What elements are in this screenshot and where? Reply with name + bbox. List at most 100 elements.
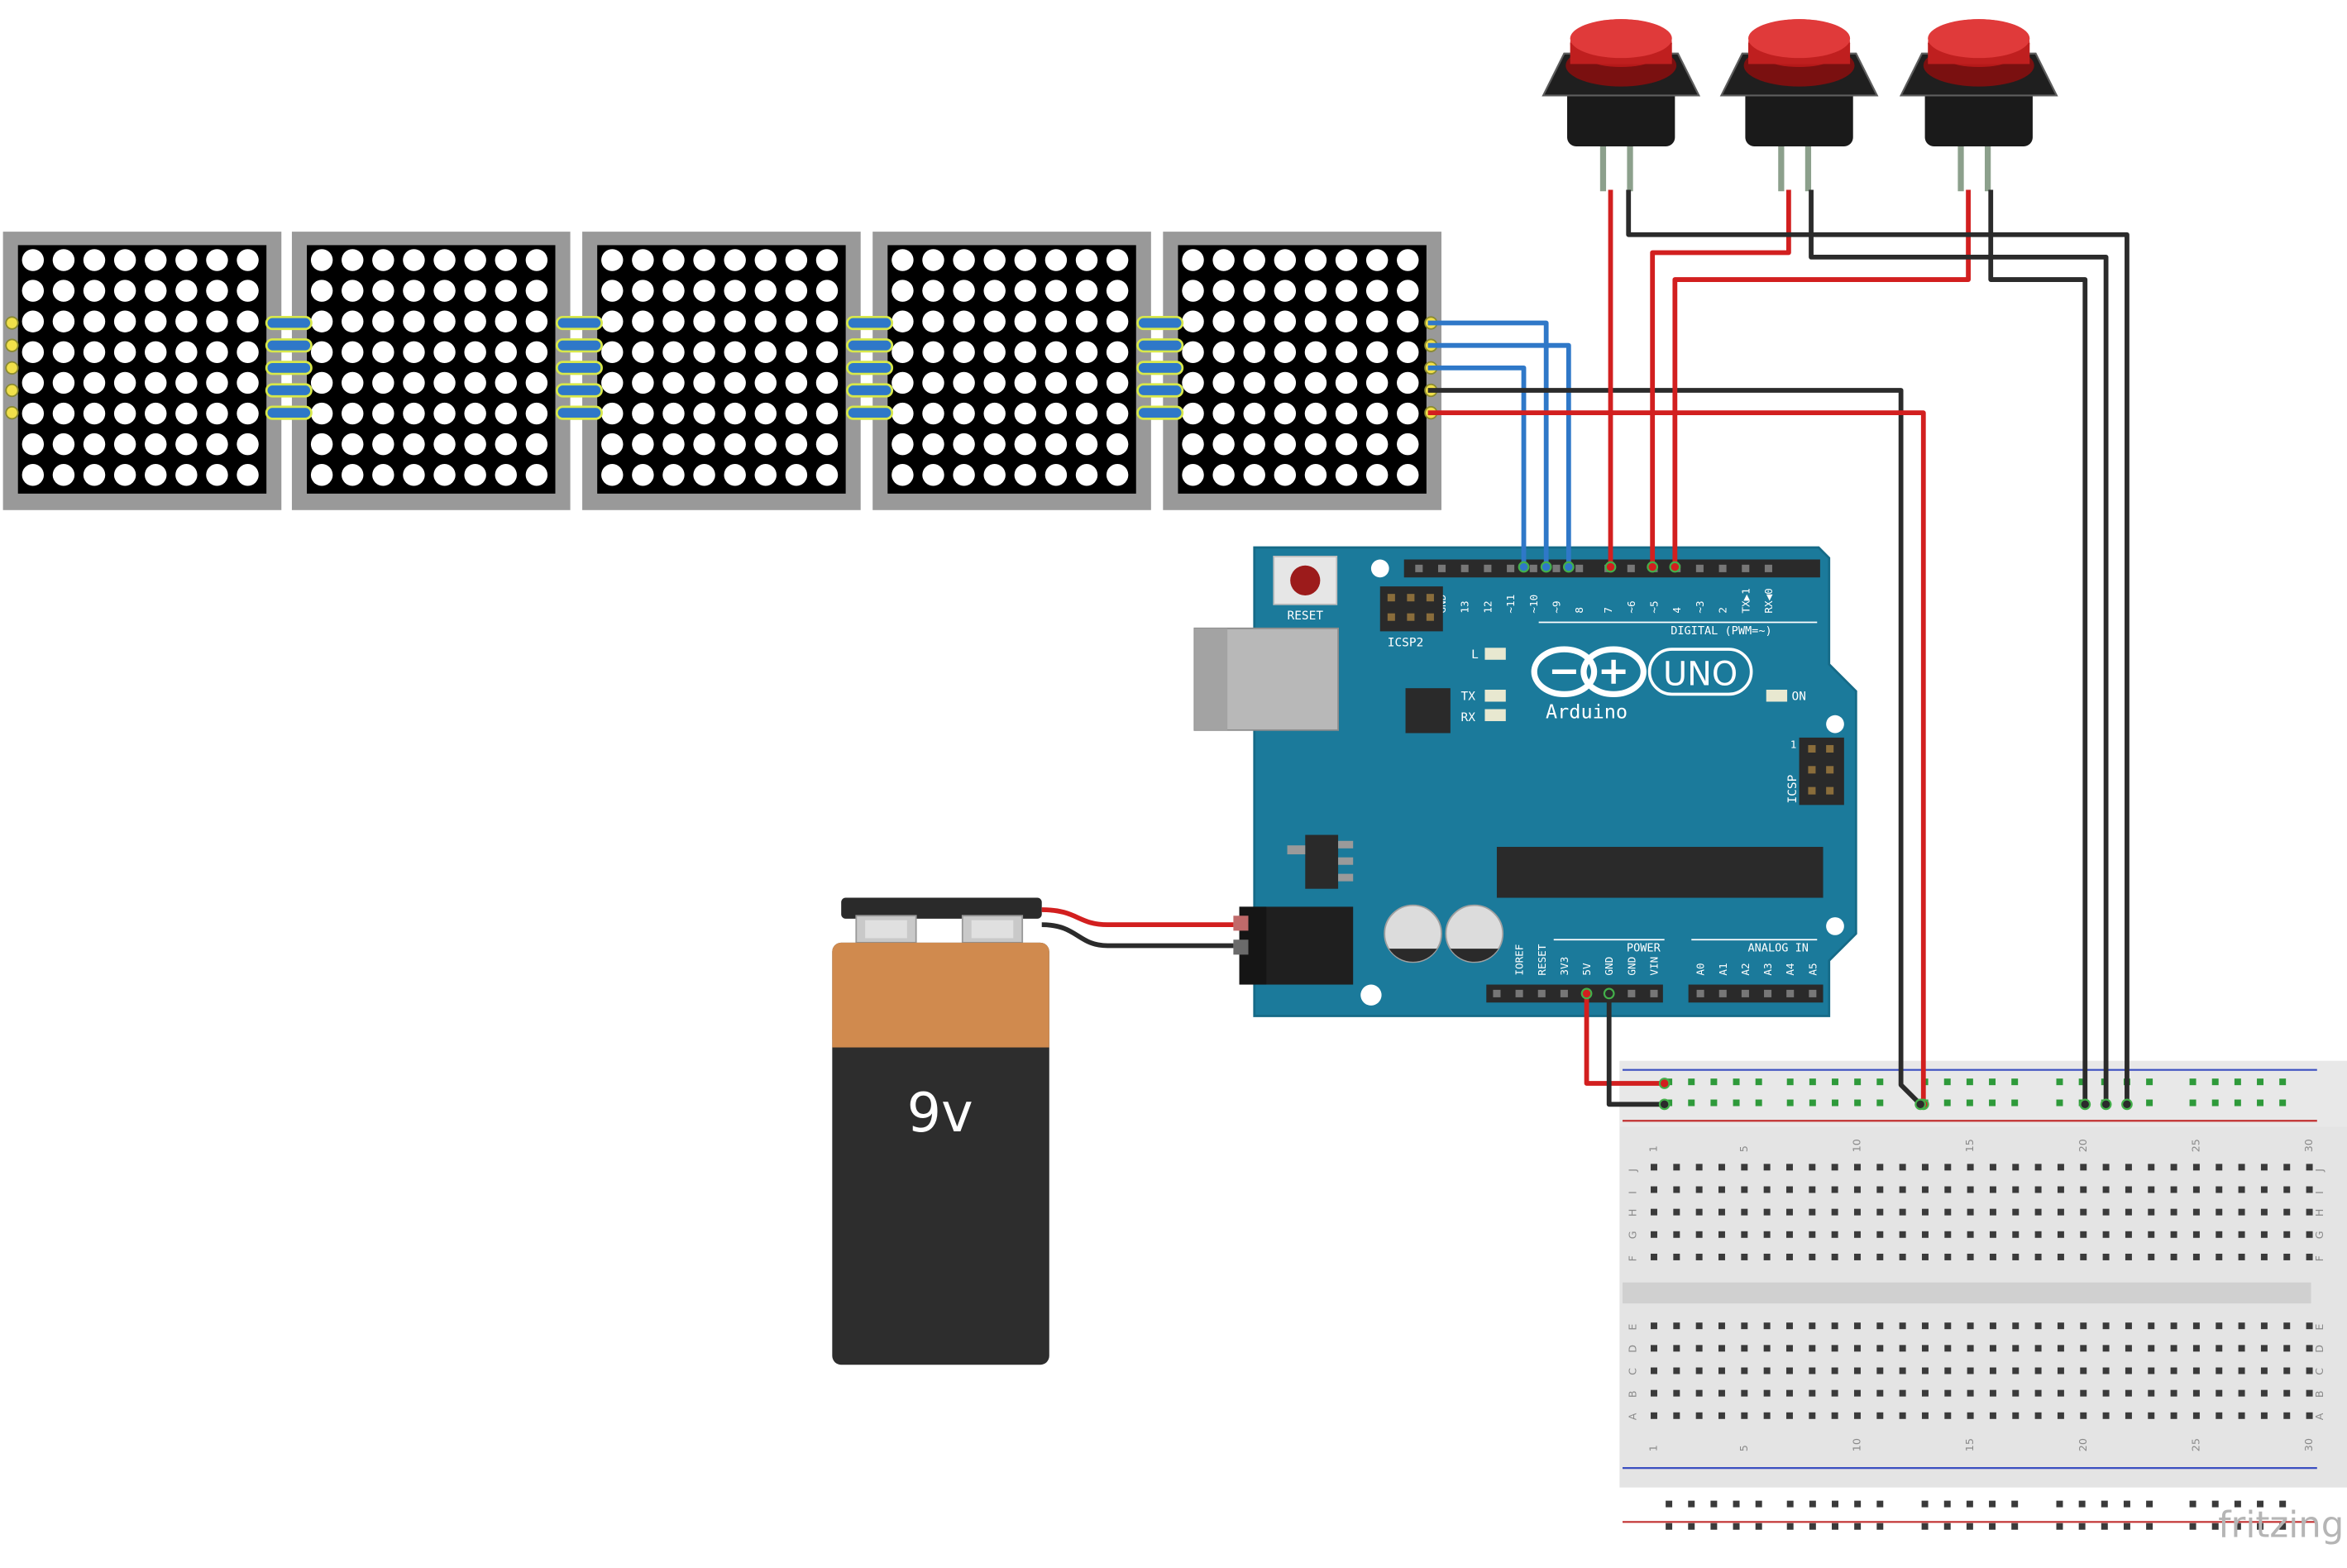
- chain-jumper: [555, 315, 603, 331]
- breadboard-row-label: I: [2313, 1191, 2325, 1194]
- rail-hole: [2146, 1078, 2153, 1086]
- wire-end: [1647, 561, 1659, 573]
- matrix-led: [1304, 280, 1327, 302]
- breadboard-hole: [2012, 1367, 2020, 1374]
- breadboard-hole: [1876, 1208, 1884, 1216]
- push-button[interactable]: [1542, 19, 1701, 192]
- matrix-led: [1182, 249, 1204, 271]
- matrix-led: [983, 371, 1006, 394]
- wire-end: [1658, 1078, 1671, 1089]
- matrix-led: [113, 433, 136, 456]
- matrix-led: [1044, 310, 1068, 332]
- matrix-led: [724, 341, 746, 364]
- matrix-led: [632, 341, 654, 364]
- breadboard-hole: [2306, 1231, 2313, 1238]
- breadboard-hole: [1763, 1389, 1771, 1397]
- breadboard-hole: [1831, 1367, 1838, 1374]
- push-button[interactable]: [1899, 19, 2058, 192]
- chain-jumper: [846, 338, 894, 353]
- breadboard-hole: [1673, 1186, 1680, 1193]
- rail-hole: [1876, 1500, 1884, 1508]
- atmega-chip: [1496, 847, 1824, 898]
- matrix-led: [983, 310, 1006, 332]
- matrix-led: [1397, 402, 1419, 425]
- breadboard-hole: [2057, 1412, 2064, 1419]
- rail-hole: [1854, 1500, 1862, 1508]
- wire-end: [1603, 987, 1615, 1000]
- matrix-led: [1212, 402, 1235, 425]
- breadboard-hole: [2306, 1389, 2313, 1397]
- matrix-led: [601, 249, 624, 271]
- breadboard-hole: [2306, 1345, 2313, 1352]
- breadboard-hole: [1853, 1253, 1861, 1260]
- matrix-led: [310, 464, 333, 486]
- breadboard-hole: [1785, 1164, 1793, 1171]
- header-pin: [1515, 989, 1523, 997]
- breadboard-hole: [1741, 1186, 1748, 1193]
- header-pin: [1575, 564, 1584, 572]
- matrix-led: [1304, 249, 1327, 271]
- matrix-led: [815, 464, 839, 486]
- breadboard-hole: [2012, 1345, 2020, 1352]
- breadboard-hole: [1741, 1412, 1748, 1419]
- matrix-led: [113, 341, 136, 364]
- matrix-led: [525, 249, 548, 271]
- matrix-led: [22, 402, 45, 425]
- rail-hole: [1786, 1523, 1794, 1530]
- matrix-led: [310, 249, 333, 271]
- power-pin-label: GND: [1603, 957, 1615, 976]
- matrix-led: [693, 310, 715, 332]
- breadboard-column-label: 15: [1963, 1438, 1976, 1451]
- power-pin-label: RESET: [1536, 944, 1548, 975]
- breadboard-hole: [2125, 1208, 2132, 1216]
- matrix-led: [525, 464, 548, 486]
- matrix-led: [983, 433, 1006, 456]
- capacitor: [1445, 904, 1504, 963]
- breadboard-hole: [1763, 1186, 1771, 1193]
- matrix-led: [1182, 433, 1204, 456]
- breadboard-row-label: A: [1626, 1413, 1638, 1420]
- breadboard-hole: [2034, 1231, 2042, 1238]
- rail-hole: [2257, 1078, 2264, 1086]
- breadboard-hole: [1831, 1253, 1838, 1260]
- matrix-led: [175, 433, 198, 456]
- push-button[interactable]: [1719, 19, 1879, 192]
- matrix-led: [693, 280, 715, 302]
- breadboard-hole: [1695, 1253, 1703, 1260]
- matrix-led: [785, 371, 808, 394]
- breadboard-hole: [2012, 1208, 2020, 1216]
- breadboard-hole: [1944, 1253, 1952, 1260]
- analog-pin-label: A2: [1739, 963, 1752, 975]
- breadboard-hole: [2260, 1412, 2268, 1419]
- matrix-led: [83, 280, 106, 302]
- breadboard-row-label: A: [2313, 1413, 2325, 1420]
- breadboard-hole: [1763, 1367, 1771, 1374]
- breadboard-hole: [1899, 1208, 1906, 1216]
- wire-matrix-gnd: [1427, 388, 1923, 1107]
- matrix-led: [113, 249, 136, 271]
- matrix-led: [1304, 341, 1327, 364]
- wire-button1-gnd: [1626, 189, 2130, 1105]
- breadboard-hole: [2012, 1231, 2020, 1238]
- battery-label: 9v: [907, 1083, 973, 1145]
- chain-jumper: [555, 405, 603, 420]
- breadboard-hole: [1741, 1253, 1748, 1260]
- breadboard-hole: [2283, 1164, 2291, 1171]
- breadboard-hole: [2034, 1322, 2042, 1330]
- breadboard-hole: [1944, 1367, 1952, 1374]
- icsp2-header: [1379, 586, 1443, 632]
- matrix-led: [22, 310, 45, 332]
- matrix-led: [601, 280, 624, 302]
- rail-hole: [2101, 1523, 2108, 1530]
- matrix-led: [22, 433, 45, 456]
- breadboard-hole: [1989, 1345, 1996, 1352]
- matrix-led: [815, 402, 839, 425]
- matrix-led: [22, 341, 45, 364]
- matrix-led: [310, 341, 333, 364]
- breadboard-hole: [2238, 1253, 2245, 1260]
- breadboard-hole: [1718, 1389, 1725, 1397]
- breadboard-hole: [2057, 1208, 2064, 1216]
- icsp-header: [1799, 737, 1844, 806]
- matrix-led: [372, 371, 394, 394]
- breadboard-hole: [1809, 1345, 1816, 1352]
